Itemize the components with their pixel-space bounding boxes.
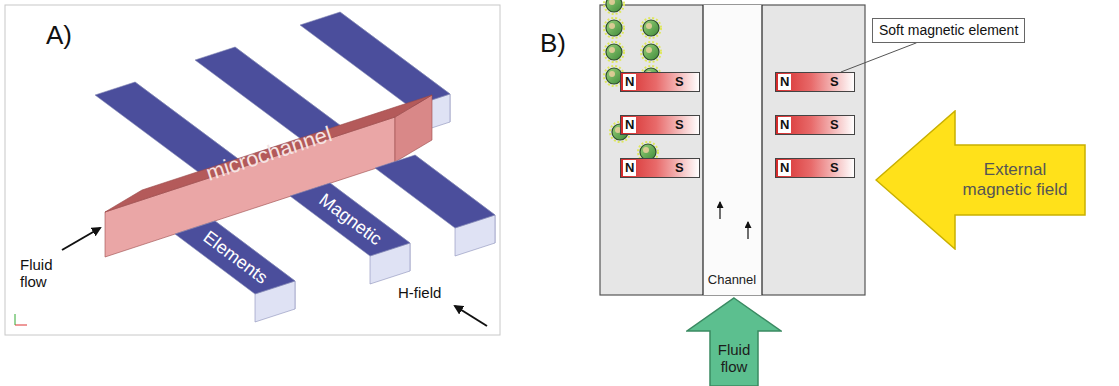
chip-panel [600, 5, 865, 295]
pole-letter: N [778, 117, 791, 133]
panel-letter: A) [46, 20, 72, 51]
bead [604, 18, 624, 38]
bar-top [300, 12, 450, 107]
field-label: H-field [398, 284, 441, 301]
pole-letter: N [623, 160, 636, 176]
arrow-text: External magnetic field [955, 160, 1075, 199]
bead [604, 42, 624, 62]
pole-letter: N [778, 160, 791, 176]
flow-arrow-shape: Fluid flow [686, 297, 782, 386]
bar-top [375, 155, 495, 228]
channel-wall [761, 5, 762, 295]
channel-strip [703, 5, 762, 295]
bead [641, 18, 661, 38]
magnet-bar: NS [620, 158, 700, 178]
bead [641, 42, 661, 62]
magnet-bar: NS [775, 158, 855, 178]
channel-wall [702, 5, 703, 295]
callout-text: Soft magnetic element [879, 22, 1018, 39]
flow-label: Fluid flow [20, 256, 66, 291]
pole-letter: N [623, 117, 636, 133]
pole-letter: S [830, 117, 839, 133]
panel-letter: B) [540, 28, 566, 59]
pole-letter: N [623, 74, 636, 90]
panel-frame [5, 5, 500, 335]
pole-letter: S [675, 160, 684, 176]
arrow-body [687, 298, 781, 386]
magnet-bar: NS [620, 115, 700, 135]
arrow-body [876, 111, 1085, 249]
field-arrow-shape: External magnetic field [875, 110, 1087, 250]
pole-letter: S [830, 160, 839, 176]
field-arrow [455, 306, 487, 326]
magnet-bar: NS [775, 115, 855, 135]
channel-top [105, 95, 432, 212]
bar-top [175, 221, 295, 294]
leader-line [841, 43, 917, 72]
axis-tick [15, 325, 27, 326]
arrow-text-area: Fluid flow [700, 333, 768, 383]
pole-letter: S [675, 74, 684, 90]
flow-arrow [62, 228, 100, 250]
channel-label: Channel [708, 272, 756, 287]
arrow-text-area: External magnetic field [945, 145, 1085, 215]
motion-arrow [747, 222, 748, 239]
magnet-bar: NS [620, 72, 700, 92]
axis-tick [15, 314, 16, 325]
magnet-bar: NS [775, 72, 855, 92]
arrow-text: Fluid flow [711, 341, 757, 376]
callout-box: Soft magnetic element [872, 18, 1025, 43]
bead [604, 0, 624, 14]
pole-letter: N [778, 74, 791, 90]
pole-letter: S [675, 117, 684, 133]
bar-top [290, 183, 410, 256]
motion-arrow [719, 202, 720, 219]
pole-letter: S [830, 74, 839, 90]
microchannel-block [105, 95, 432, 257]
